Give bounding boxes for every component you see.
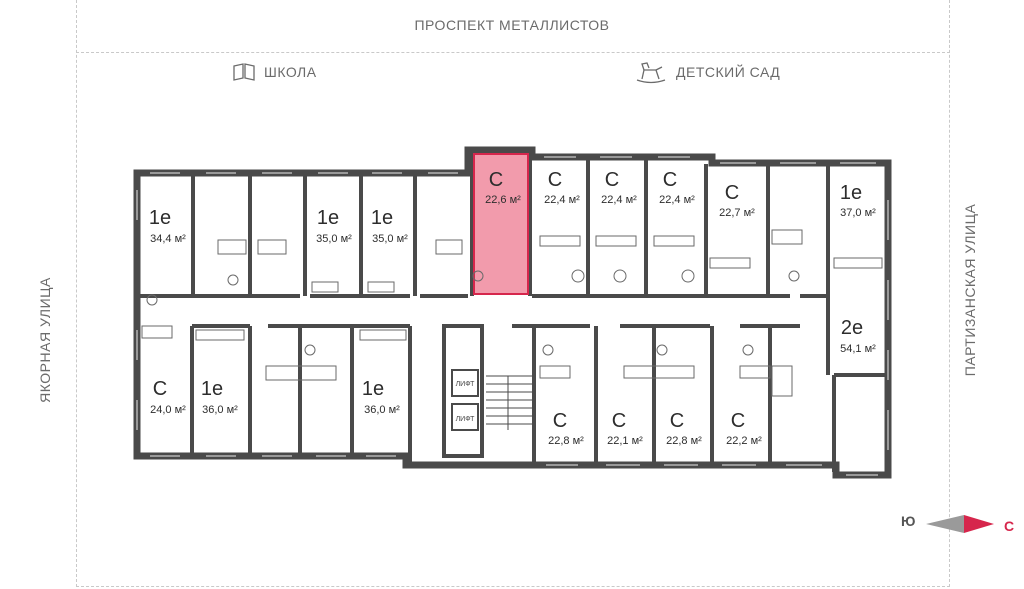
apartment-17-area: 22,2 м² xyxy=(726,435,762,447)
stair-lift-core xyxy=(442,324,484,458)
apartment-8-area: 22,7 м² xyxy=(719,207,755,219)
bathroom-fixtures xyxy=(141,229,883,397)
apartment-9[interactable]: 1е 37,0 м² xyxy=(840,182,876,219)
apartment-3[interactable]: 1е 35,0 м² xyxy=(371,207,408,245)
apartment-13[interactable]: 1е 36,0 м² xyxy=(362,378,400,416)
apartment-6[interactable]: С 22,4 м² xyxy=(601,169,637,206)
street-band xyxy=(76,0,950,53)
compass-arrow-icon xyxy=(926,515,994,533)
apartment-12-type: 1е xyxy=(201,378,223,400)
apartment-9-area: 37,0 м² xyxy=(840,207,876,219)
apartment-6-area: 22,4 м² xyxy=(601,194,637,206)
apartment-15[interactable]: С 22,1 м² xyxy=(607,410,643,447)
apartment-4[interactable]: С 22,6 м² xyxy=(485,169,521,206)
compass-south-label: Ю xyxy=(901,513,916,529)
apartment-8-type: С xyxy=(725,182,739,204)
apartment-12-area: 36,0 м² xyxy=(202,404,238,416)
apartment-13-type: 1е xyxy=(362,378,384,400)
apartment-12[interactable]: 1е 36,0 м² xyxy=(201,378,238,416)
apartment-2-type: 1е xyxy=(317,207,339,229)
lift-2-label: ЛИФТ xyxy=(456,416,476,423)
apartment-3-type: 1е xyxy=(371,207,393,229)
apartment-10[interactable]: 2е 54,1 м² xyxy=(840,317,876,355)
apartment-10-type: 2е xyxy=(841,317,863,339)
apartment-7[interactable]: С 22,4 м² xyxy=(659,169,695,206)
compass-north-label: С xyxy=(1004,518,1015,534)
apartment-15-area: 22,1 м² xyxy=(607,435,643,447)
rocking-horse-icon xyxy=(636,62,666,84)
apartment-16-area: 22,8 м² xyxy=(666,435,702,447)
apartment-5-type: С xyxy=(548,169,562,191)
apartment-15-type: С xyxy=(612,410,626,432)
apartment-17-type: С xyxy=(731,410,745,432)
apartment-2[interactable]: 1е 35,0 м² xyxy=(316,207,352,245)
apartment-4-type: С xyxy=(489,169,503,191)
apartment-2-area: 35,0 м² xyxy=(316,233,352,245)
apartment-13-area: 36,0 м² xyxy=(364,404,400,416)
apartment-10-area: 54,1 м² xyxy=(840,343,876,355)
landmark-school[interactable]: ШКОЛА xyxy=(232,63,317,81)
apartment-14[interactable]: С 22,8 м² xyxy=(548,410,584,447)
building-outline xyxy=(133,146,892,479)
apartment-14-type: С xyxy=(553,410,567,432)
lift-1 xyxy=(451,369,479,397)
apartment-1-type: 1е xyxy=(149,207,171,229)
landmark-school-label: ШКОЛА xyxy=(264,64,317,80)
stairs xyxy=(486,375,532,430)
lift-2 xyxy=(451,403,479,431)
apartment-9-type: 1е xyxy=(840,182,862,204)
apartment-11-area: 24,0 м² xyxy=(150,404,186,416)
landmark-kindergarten-label: ДЕТСКИЙ САД xyxy=(676,64,781,80)
apartment-11[interactable]: С 24,0 м² xyxy=(150,378,186,416)
apartment-5-area: 22,4 м² xyxy=(544,194,580,206)
apartment-11-type: С xyxy=(153,378,167,400)
apartment-1[interactable]: 1е 34,4 м² xyxy=(149,207,186,245)
apartment-16[interactable]: С 22,8 м² xyxy=(666,410,702,447)
apartment-14-area: 22,8 м² xyxy=(548,435,584,447)
lift-1-label: ЛИФТ xyxy=(456,381,476,388)
book-icon xyxy=(233,63,255,81)
apartment-3-area: 35,0 м² xyxy=(372,233,408,245)
apartment-1-area: 34,4 м² xyxy=(150,233,186,245)
apartment-4-area: 22,6 м² xyxy=(485,194,521,206)
apartment-4-highlight xyxy=(473,153,529,295)
apartment-6-type: С xyxy=(605,169,619,191)
apartment-17[interactable]: С 22,2 м² xyxy=(726,410,762,447)
apartment-5[interactable]: С 22,4 м² xyxy=(544,169,580,206)
apartment-16-type: С xyxy=(670,410,684,432)
site-boundary xyxy=(76,0,950,587)
landmark-kindergarten[interactable]: ДЕТСКИЙ САД xyxy=(634,60,780,84)
apartment-7-type: С xyxy=(663,169,677,191)
apartment-8[interactable]: С 22,7 м² xyxy=(719,182,755,219)
window-marks xyxy=(136,156,889,476)
apartment-7-area: 22,4 м² xyxy=(659,194,695,206)
street-top-label: ПРОСПЕКТ МЕТАЛЛИСТОВ xyxy=(414,17,610,33)
